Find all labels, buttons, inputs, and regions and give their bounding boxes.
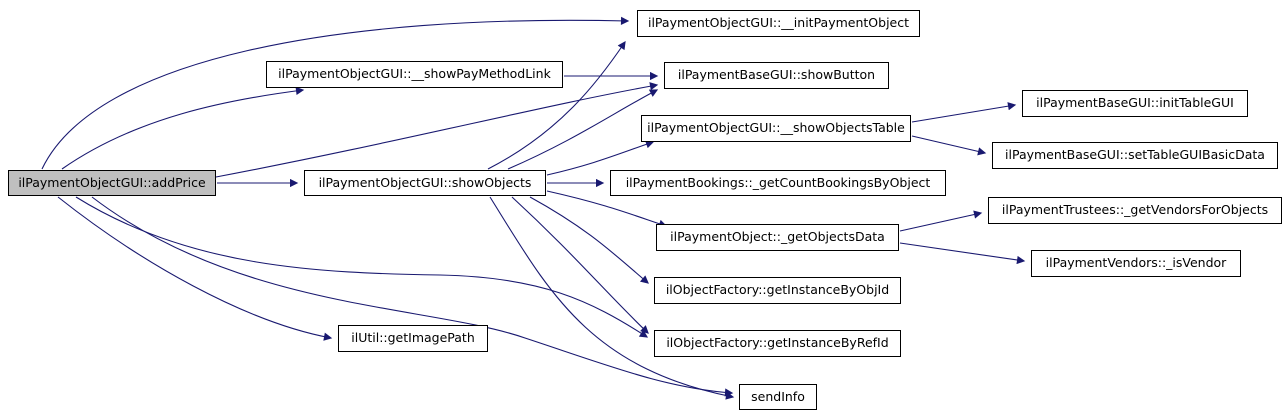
- node-getVendorsForObjects[interactable]: ilPaymentTrustees::_getVendorsForObjects: [988, 197, 1282, 224]
- edge-showObjects-to-getObjectsData: [546, 190, 668, 228]
- node-initPaymentObject[interactable]: ilPaymentObjectGUI::__initPaymentObject: [637, 10, 920, 37]
- node-showButton[interactable]: ilPaymentBaseGUI::showButton: [664, 62, 889, 89]
- node-showObjectsTable[interactable]: ilPaymentObjectGUI::__showObjectsTable: [641, 115, 911, 142]
- node-sendInfo[interactable]: sendInfo: [739, 384, 817, 410]
- node-getObjectsData[interactable]: ilPaymentObject::_getObjectsData: [656, 224, 899, 251]
- node-isVendor[interactable]: ilPaymentVendors::_isVendor: [1031, 250, 1241, 277]
- node-getInstanceByObjId[interactable]: ilObjectFactory::getInstanceByObjId: [654, 277, 901, 304]
- node-initTableGUI[interactable]: ilPaymentBaseGUI::initTableGUI: [1022, 90, 1248, 117]
- node-showPayMethodLink[interactable]: ilPaymentObjectGUI::__showPayMethodLink: [266, 61, 563, 88]
- edge-addPrice-to-getImagePath: [57, 196, 333, 341]
- edge-showObjectsTable-to-initTableGUI: [911, 102, 1017, 123]
- node-getCountBookingsByObject[interactable]: ilPaymentBookings::_getCountBookingsByOb…: [610, 170, 946, 196]
- edge-addPrice-to-initPaymentObject: [41, 16, 630, 170]
- edge-addPrice-to-showPayMethodLink: [61, 86, 305, 170]
- node-addPrice: ilPaymentObjectGUI::addPrice: [8, 170, 216, 196]
- edge-showObjects-to-initPaymentObject: [487, 40, 626, 170]
- edge-getObjectsData-to-isVendor: [899, 242, 1026, 265]
- node-showObjects[interactable]: ilPaymentObjectGUI::showObjects: [304, 170, 546, 196]
- edge-showObjects-to-showButton: [507, 89, 659, 170]
- edge-showObjects-to-showObjectsTable: [546, 140, 655, 176]
- edge-showObjects-to-getInstanceByRefId: [511, 196, 649, 334]
- node-getImagePath[interactable]: ilUtil::getImagePath: [338, 325, 488, 352]
- edge-getObjectsData-to-getVendorsForObjects: [899, 210, 983, 232]
- edge-showObjects-to-getInstanceByObjId: [529, 196, 649, 284]
- edge-addPrice-to-showButton: [215, 82, 659, 178]
- edge-addPrice-to-getInstanceByRefId: [75, 196, 649, 338]
- edge-addPrice-to-sendInfo: [91, 196, 734, 397]
- edge-showObjectsTable-to-setTableGUIBasicData: [911, 135, 987, 156]
- node-getInstanceByRefId[interactable]: ilObjectFactory::getInstanceByRefId: [654, 330, 901, 357]
- node-setTableGUIBasicData[interactable]: ilPaymentBaseGUI::setTableGUIBasicData: [992, 142, 1278, 169]
- edge-showObjects-to-sendInfo: [489, 196, 735, 400]
